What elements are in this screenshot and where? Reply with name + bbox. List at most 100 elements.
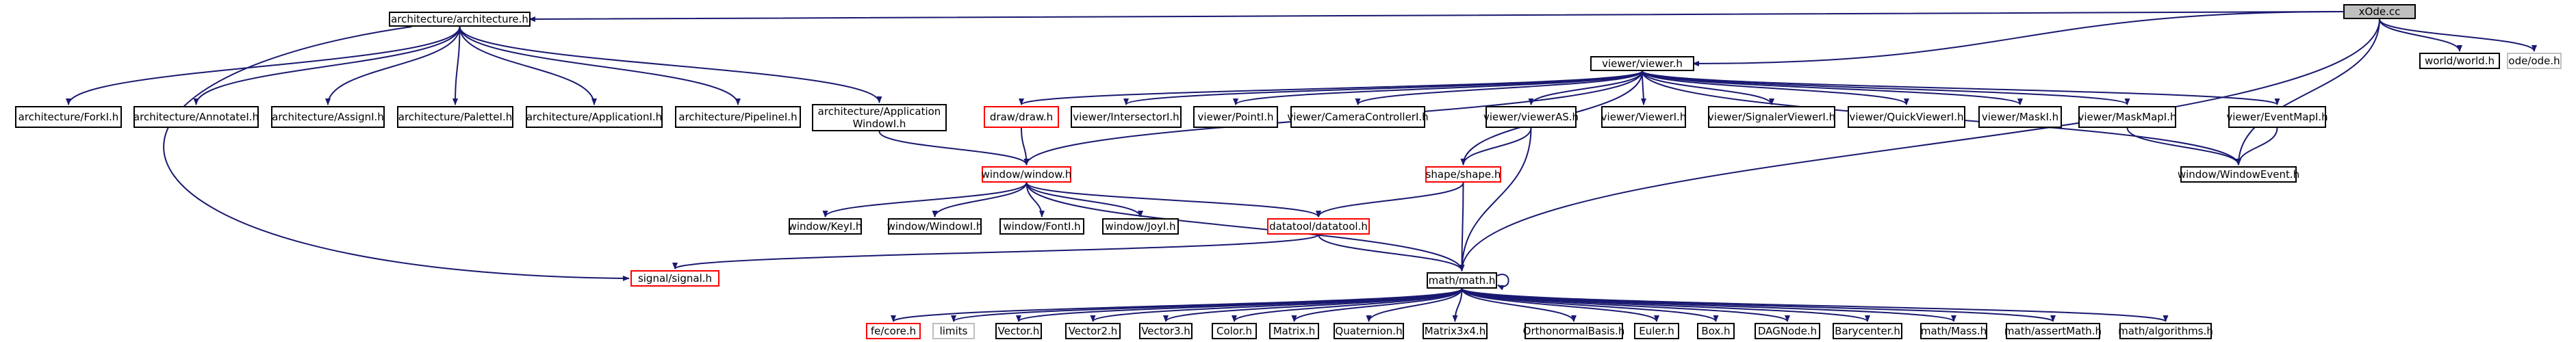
graph-node-pointl[interactable]: viewer/PointI.h [1193, 106, 1278, 128]
graph-node-datatool[interactable]: datatool/datatool.h [1267, 218, 1370, 235]
graph-node-window[interactable]: window/window.h [982, 166, 1071, 183]
graph-node-signal[interactable]: signal/signal.h [630, 270, 719, 287]
graph-node-signalerviewerl[interactable]: viewer/SignalerViewerI.h [1708, 106, 1835, 128]
edge-arch-to-palettel [452, 26, 461, 105]
edge-window-to-datatool [1025, 182, 1321, 218]
graph-node-mass[interactable]: math/Mass.h [1920, 323, 1987, 339]
graph-node-barycenter[interactable]: Barycenter.h [1833, 323, 1902, 339]
edge-xode-to-ode [2379, 18, 2537, 52]
graph-node-eventmapl[interactable]: viewer/EventMapI.h [2226, 106, 2328, 128]
graph-node-windowevent[interactable]: window/WindowEvent.h [2178, 166, 2299, 183]
graph-node-orthonormal[interactable]: OrthonormalBasis.h [1523, 323, 1624, 339]
edge-math-to-matrix [1291, 288, 1463, 322]
edge-viewer-to-cameracontrollerl [1355, 70, 1643, 105]
graph-node-intersectorl[interactable]: viewer/IntersectorI.h [1071, 106, 1182, 128]
graph-node-pipelinel[interactable]: architecture/PipelineI.h [675, 106, 801, 128]
graph-node-assignl[interactable]: architecture/AssignI.h [271, 106, 385, 128]
graph-node-assertmath[interactable]: math/assertMath.h [2004, 323, 2102, 339]
edge-appwindowl-to-window [878, 131, 1030, 166]
edge-arch-to-pipelinel [459, 26, 741, 105]
edge-xode-to-world [2379, 18, 2462, 52]
edge-math-to-vector3 [1163, 288, 1463, 322]
graph-node-quaternion[interactable]: Quaternion.h [1334, 323, 1404, 339]
edge-viewer-to-signalerviewerl [1642, 70, 1774, 105]
edge-viewer-to-intersectorl [1123, 70, 1643, 105]
graph-node-shape[interactable]: shape/shape.h [1425, 166, 1501, 183]
graph-node-euler[interactable]: Euler.h [1634, 323, 1679, 339]
edge-viewer-to-quickviewerl [1642, 70, 1909, 105]
edge-viewer-to-maskmapl [1642, 70, 2130, 105]
graph-node-applicationl[interactable]: architecture/ApplicationI.h [526, 106, 663, 128]
graph-node-fecore[interactable]: fe/core.h [866, 323, 921, 339]
edge-datatool-to-signal [672, 234, 1319, 269]
graph-node-world[interactable]: world/world.h [2419, 53, 2500, 69]
edge-math-to-orthonormal [1461, 288, 1577, 322]
graph-node-ode[interactable]: ode/ode.h [2507, 53, 2562, 69]
graph-node-matrix3x4[interactable]: Matrix3x4.h [1423, 323, 1488, 339]
graph-node-arch[interactable]: architecture/architecture.h [389, 12, 531, 27]
edge-vieweras-to-math [1459, 127, 1532, 272]
graph-node-vector2[interactable]: Vector2.h [1065, 323, 1121, 339]
graph-node-vieweras[interactable]: viewer/viewerAS.h [1483, 106, 1579, 128]
edge-window-to-windowl [932, 182, 1028, 218]
edge-math-to-box [1461, 288, 1719, 322]
graph-node-keyl[interactable]: window/KeyI.h [789, 218, 862, 235]
graph-node-dagnode[interactable]: DAGNode.h [1755, 323, 1820, 339]
edge-viewer-to-vieweras [1528, 70, 1643, 105]
graph-node-box[interactable]: Box.h [1697, 323, 1735, 339]
graph-node-viewerl[interactable]: viewer/ViewerI.h [1601, 106, 1686, 128]
edge-arch-to-signal [163, 26, 630, 281]
graph-node-maskl[interactable]: viewer/MaskI.h [1978, 106, 2062, 128]
edge-draw-to-window [1021, 127, 1030, 166]
edge-arch-to-applicationl [459, 26, 597, 105]
edge-math-to-color [1232, 288, 1463, 322]
edge-shape-to-datatool [1316, 182, 1464, 218]
edge-xode-to-viewer [1692, 11, 2344, 66]
graph-node-palettel[interactable]: architecture/PaletteI.h [397, 106, 513, 128]
graph-node-vector[interactable]: Vector.h [995, 323, 1042, 339]
edge-window-to-fontl [1025, 182, 1045, 218]
edge-math-to-algorithms [1461, 288, 2169, 322]
graph-node-joyl[interactable]: window/JoyI.h [1102, 218, 1179, 235]
graph-node-limits[interactable]: limits [932, 323, 975, 339]
edge-math-to-math [1496, 274, 1509, 291]
edge-math-to-dagnode [1461, 288, 1790, 322]
edge-vieweras-to-shape [1460, 127, 1532, 166]
graph-node-appwindowl[interactable]: architecture/Application WindowI.h [812, 104, 947, 131]
edge-viewer-to-eventmapl [1642, 70, 2280, 105]
edge-arch-to-forkl [66, 26, 461, 105]
edge-math-to-matrix3x4 [1452, 288, 1463, 322]
edge-viewer-to-pointl [1233, 70, 1643, 105]
graph-node-matrix[interactable]: Matrix.h [1269, 323, 1319, 339]
graph-node-algorithms[interactable]: math/algorithms.h [2118, 323, 2213, 339]
graph-node-annotatel[interactable]: architecture/AnnotateI.h [133, 106, 259, 128]
graph-node-maskmapl[interactable]: viewer/MaskMapI.h [2078, 106, 2177, 128]
graph-node-cameracontrollerl[interactable]: viewer/CameraControllerI.h [1287, 106, 1429, 128]
edge-eventmapl-to-windowevent [2236, 127, 2278, 166]
graph-node-viewer[interactable]: viewer/viewer.h [1590, 56, 1694, 71]
graph-node-fontl[interactable]: window/FontI.h [999, 218, 1084, 235]
graph-node-vector3[interactable]: Vector3.h [1139, 323, 1193, 339]
edge-datatool-to-math [1318, 234, 1465, 272]
graph-node-quickviewerl[interactable]: viewer/QuickViewerI.h [1848, 106, 1965, 128]
edge-math-to-euler [1461, 288, 1659, 322]
graph-node-forkl[interactable]: architecture/ForkI.h [15, 106, 122, 128]
graph-node-windowl[interactable]: window/WindowI.h [887, 218, 982, 235]
edge-window-to-keyl [822, 182, 1028, 218]
edge-maskmapl-to-windowevent [2126, 127, 2241, 166]
edge-xode-to-math [1459, 18, 2380, 272]
edge-arch-to-appwindowl [459, 26, 882, 103]
edge-window-to-joyl [1025, 182, 1143, 218]
edge-xode-to-windowevent [2236, 18, 2380, 166]
edge-arch-to-assignl [325, 26, 461, 105]
edge-shape-to-math [1459, 182, 1465, 272]
graph-node-xode[interactable]: xOde.cc [2343, 4, 2416, 19]
edge-window-to-math [1025, 182, 1465, 272]
edge-arch-to-annotatel [193, 26, 461, 105]
edge-math-to-vector2 [1090, 288, 1463, 322]
graph-node-color[interactable]: Color.h [1212, 323, 1257, 339]
graph-node-draw[interactable]: draw/draw.h [984, 106, 1059, 128]
graph-node-math[interactable]: math/math.h [1427, 272, 1497, 289]
